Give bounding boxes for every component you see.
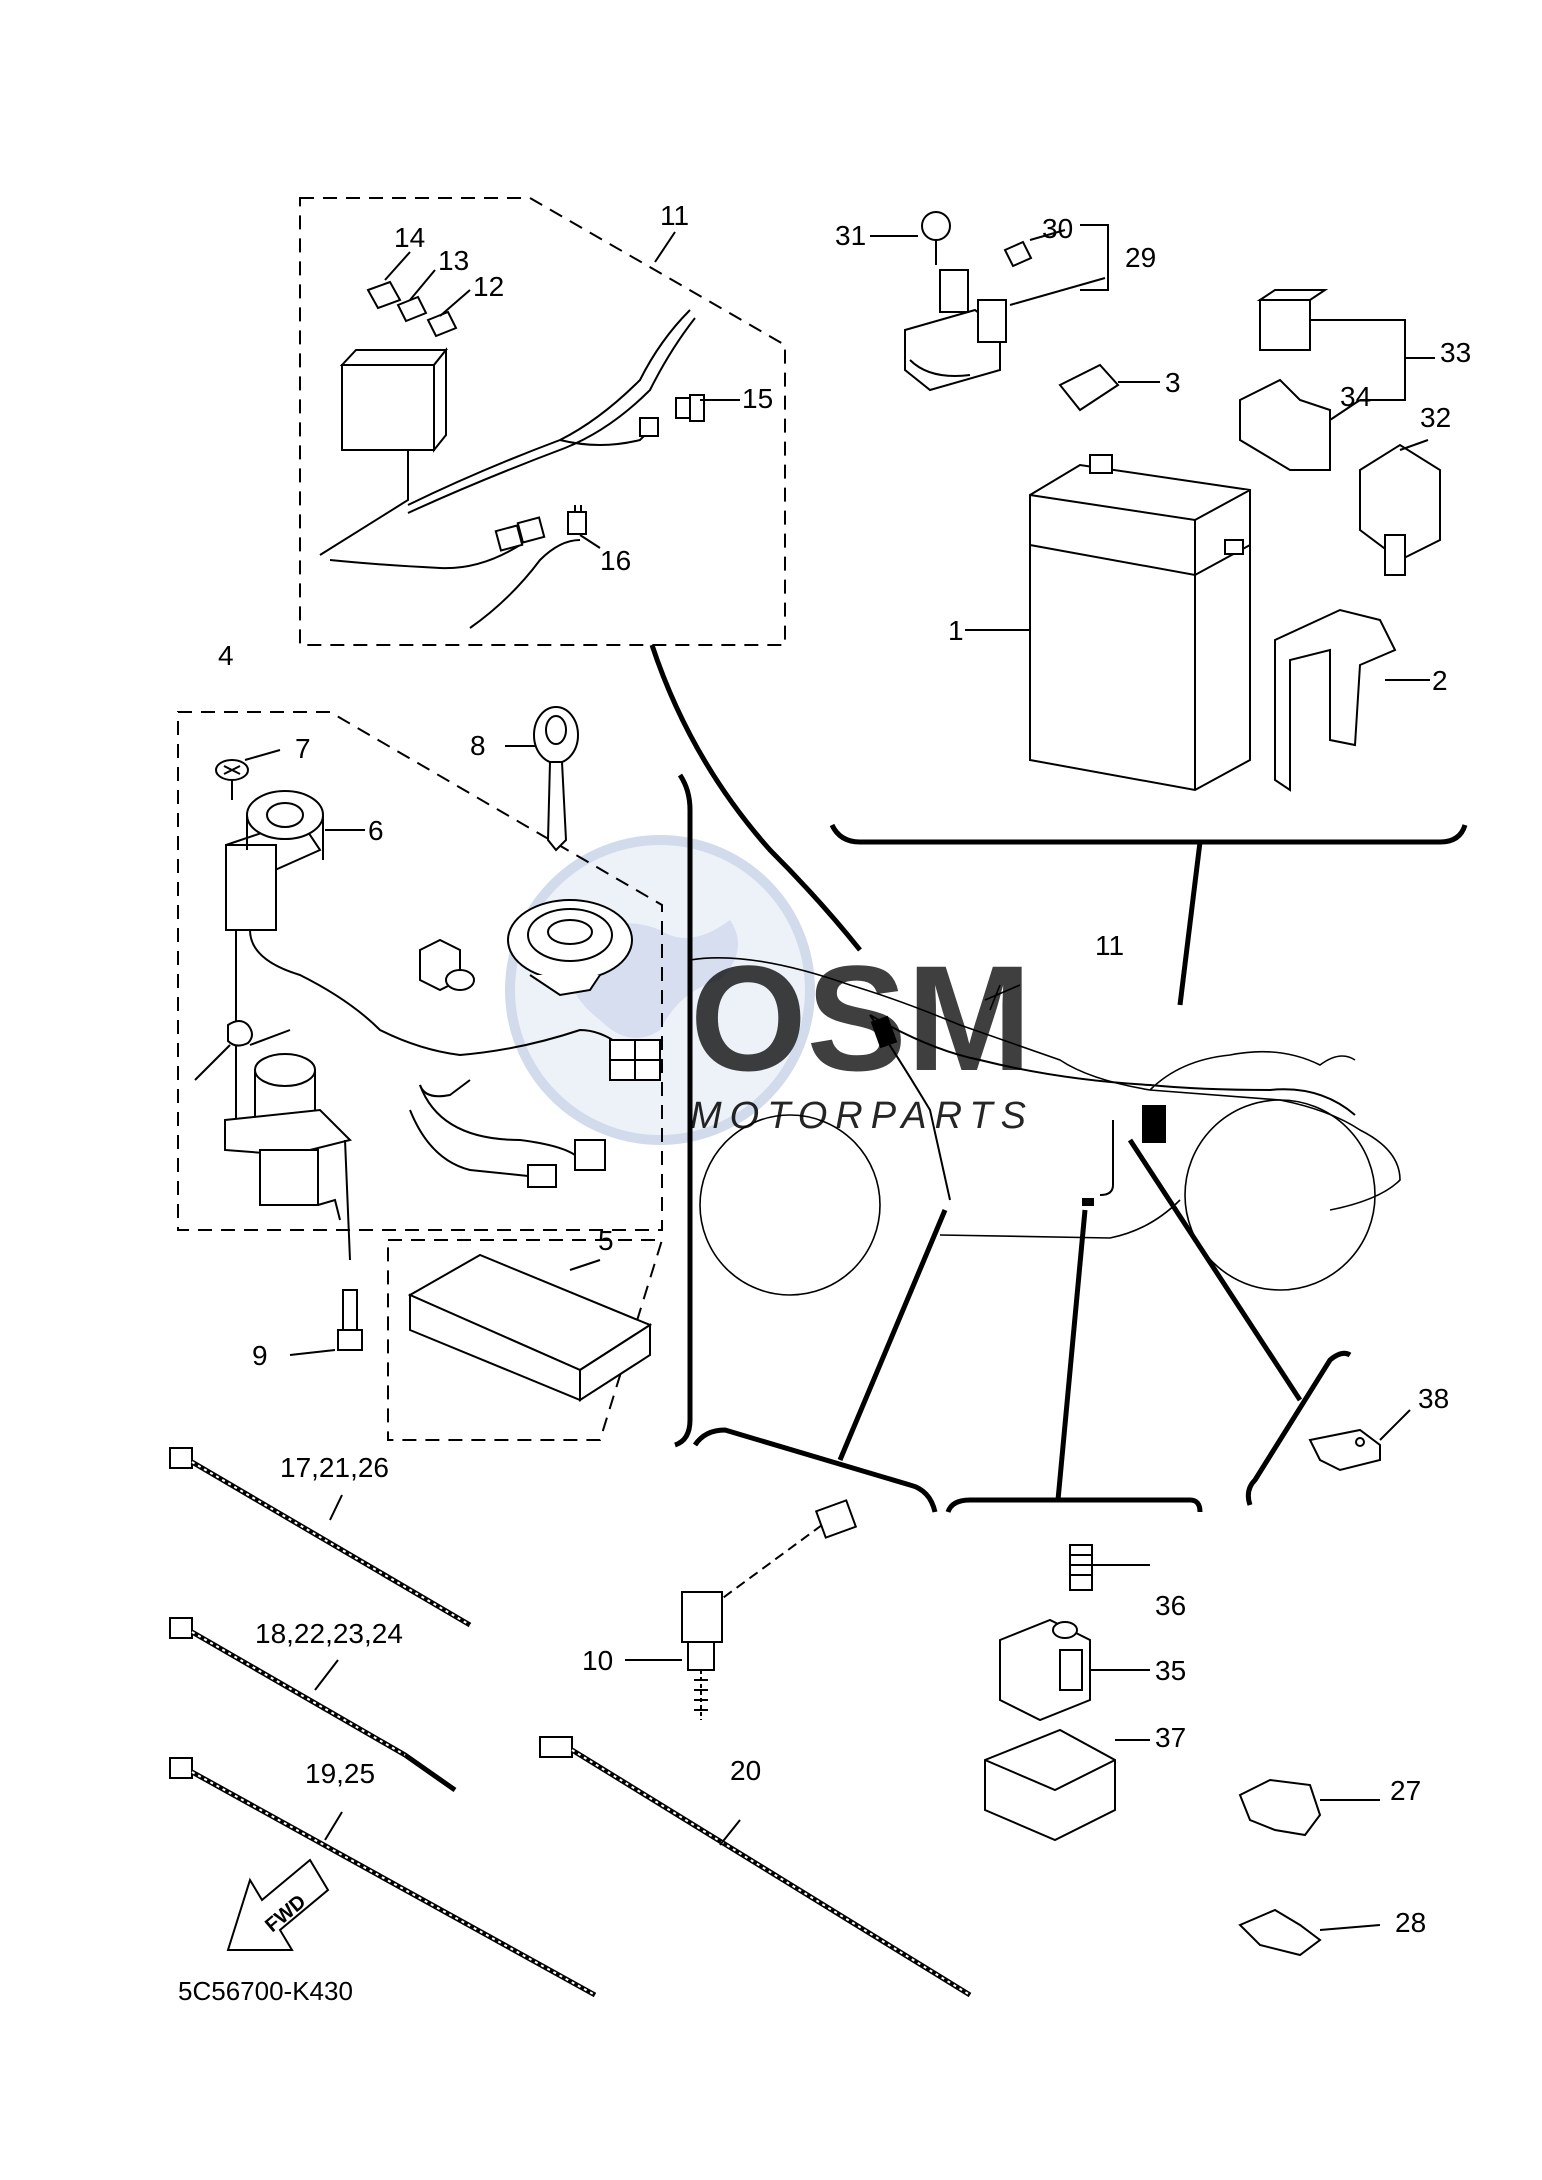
callout-10: 10 <box>582 1645 613 1676</box>
callout-31: 31 <box>835 220 866 251</box>
callout-5: 5 <box>598 1225 614 1256</box>
callout-32: 32 <box>1420 402 1451 433</box>
callout-27: 27 <box>1390 1775 1421 1806</box>
switch-group <box>194 706 661 1402</box>
callout-4: 4 <box>218 640 234 671</box>
drawing-code: 5C56700-K430 <box>178 1976 353 2006</box>
callout-13: 13 <box>438 245 469 276</box>
battery-group <box>870 211 1441 792</box>
callout-9: 9 <box>252 1340 268 1371</box>
motorcycle-outline <box>689 956 1401 1296</box>
leader-relay <box>1055 1209 1088 1501</box>
callout-30: 30 <box>1042 213 1073 244</box>
callout-29: 29 <box>1125 242 1156 273</box>
fwd-arrow: FWD <box>226 1858 330 1951</box>
callouts: 1 2 3 4 5 6 7 8 9 10 11 11 12 13 14 15 1… <box>218 200 1471 1938</box>
bracket-section-border <box>1245 1350 1352 1506</box>
fuse-box <box>341 364 435 451</box>
callout-38: 38 <box>1418 1383 1449 1414</box>
leader-battery <box>1177 841 1203 1006</box>
callout-7: 7 <box>295 733 311 764</box>
callout-19-25: 19,25 <box>305 1758 375 1789</box>
callout-11a: 11 <box>660 200 689 231</box>
clip-group <box>1238 1778 1381 1957</box>
harness-connector-small-icon <box>870 1015 898 1049</box>
switch-group-box <box>177 711 663 1231</box>
callout-35: 35 <box>1155 1655 1186 1686</box>
callout-15: 15 <box>742 383 773 414</box>
callout-2: 2 <box>1432 665 1448 696</box>
wire-harness-group <box>319 231 740 629</box>
leader-bracket <box>1127 1138 1303 1402</box>
relay-section-border <box>945 1497 1203 1513</box>
harness-group-box <box>299 197 786 646</box>
sensor-group <box>625 1499 858 1720</box>
callout-6: 6 <box>368 815 384 846</box>
ecu-box <box>387 1239 664 1441</box>
left-separator <box>674 773 693 1448</box>
harness-connector-icon <box>1142 1105 1166 1143</box>
relay-group <box>984 1544 1150 1842</box>
callout-20: 20 <box>730 1755 761 1786</box>
leader-harness <box>649 644 862 952</box>
callout-16: 16 <box>600 545 631 576</box>
callout-28: 28 <box>1395 1907 1426 1938</box>
callout-34: 34 <box>1340 381 1371 412</box>
front-wheel <box>699 1114 881 1296</box>
callout-36: 36 <box>1155 1590 1186 1621</box>
callout-14: 14 <box>394 222 425 253</box>
fuse-icon <box>396 295 428 323</box>
cable-ties <box>169 1447 972 1998</box>
callout-12: 12 <box>473 271 504 302</box>
watermark-brand: OSM <box>690 934 1032 1102</box>
callout-1: 1 <box>948 615 964 646</box>
callout-33: 33 <box>1440 337 1471 368</box>
watermark-subtitle: MOTORPARTS <box>690 1095 1034 1137</box>
callout-3: 3 <box>1165 367 1181 398</box>
bracket-38 <box>1308 1409 1411 1472</box>
section-borders <box>177 197 1468 1513</box>
rear-wheel <box>1184 1099 1376 1291</box>
sensor-section-border <box>692 1427 938 1513</box>
callout-18-22-23-24: 18,22,23,24 <box>255 1618 403 1649</box>
callout-37: 37 <box>1155 1722 1186 1753</box>
fuse-icon <box>366 280 402 310</box>
callout-11b: 11 <box>1095 930 1124 961</box>
forward-arrow-icon <box>226 1858 330 1951</box>
battery-section-border <box>829 823 1468 845</box>
leader-sensor <box>837 1209 948 1461</box>
callout-17-21-26: 17,21,26 <box>280 1452 389 1483</box>
fuse-icon <box>426 310 458 338</box>
callout-8: 8 <box>470 730 486 761</box>
